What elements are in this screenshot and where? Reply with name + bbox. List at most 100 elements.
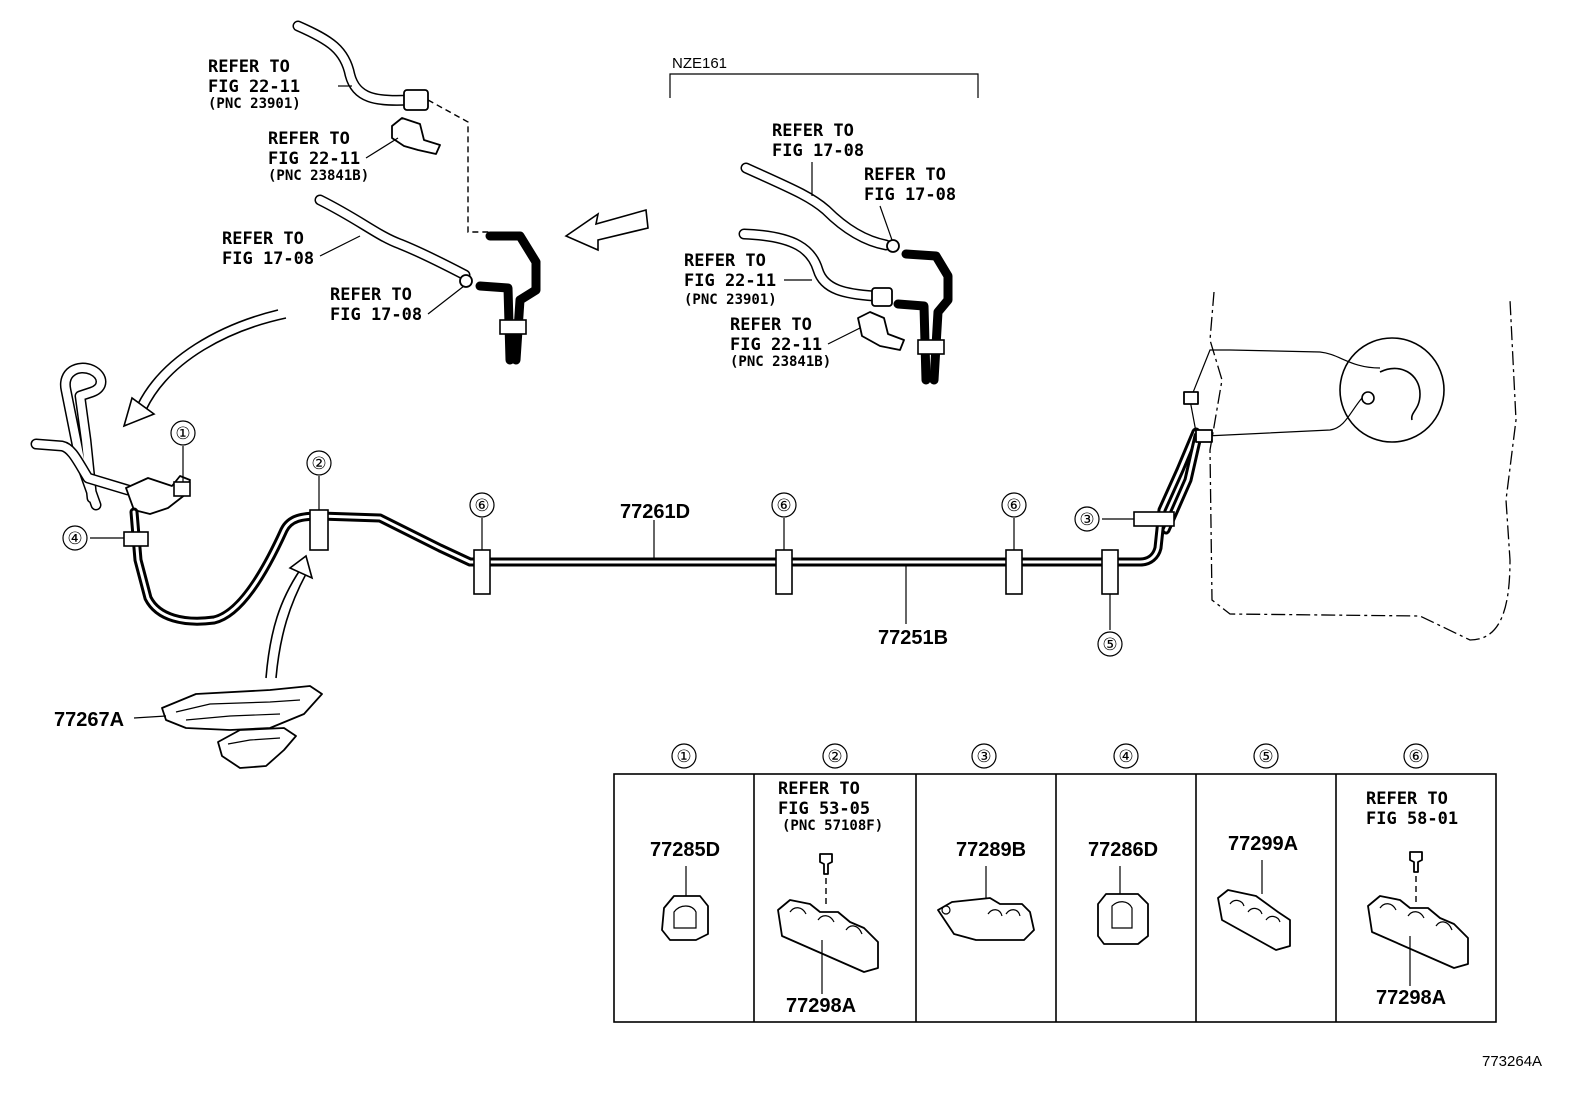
label-refer-to: REFER TO [208, 57, 290, 77]
table-header-2: ② [822, 743, 848, 769]
table-header-1: ① [671, 743, 697, 769]
clamp-4-marker [123, 531, 149, 547]
variant-label: NZE161 [672, 55, 727, 72]
label-refer-to: REFER TO [730, 315, 812, 335]
clamp-77299a-drawing [1217, 889, 1291, 951]
table-header-5: ⑤ [1253, 743, 1279, 769]
svg-text:⑤: ⑤ [1258, 747, 1273, 767]
fuel-pump-flange [1339, 337, 1445, 443]
svg-text:②: ② [827, 747, 842, 767]
label-pnc-23901: (PNC 23901) [684, 292, 777, 308]
part-number-tube-lower: 77251B [878, 627, 948, 649]
clamp-6-marker [775, 549, 793, 595]
detail-nze161: NZE161 REFER TO FIG 17-08 REFER TO FIG 1… [669, 55, 979, 385]
arrow-left-icon [564, 208, 649, 252]
part-number-clamp-2: 77298A [786, 995, 856, 1017]
clamp-77285d-drawing [661, 895, 709, 941]
label-fig-17-08: FIG 17-08 [864, 185, 956, 205]
label-refer-to: REFER TO [772, 121, 854, 141]
label-pnc-23841b: (PNC 23841B) [730, 354, 831, 370]
label-fig-17-08: FIG 17-08 [330, 305, 422, 325]
clamp-table-frame [613, 773, 1497, 1023]
svg-text:①: ① [676, 747, 691, 767]
label-fig-17-08: FIG 17-08 [222, 249, 314, 269]
label-pnc-57108f: (PNC 57108F) [782, 818, 883, 834]
part-number-clamp-6: 77298A [1376, 987, 1446, 1009]
clamp-1-marker [173, 481, 191, 497]
callout-6: ⑥ [771, 492, 797, 518]
callout-4: ④ [62, 525, 88, 551]
callout-1: ① [170, 420, 196, 446]
label-refer-to: REFER TO [1366, 789, 1448, 809]
hose-fitting [1195, 429, 1213, 443]
pipe-clamp [917, 339, 945, 355]
svg-text:⑥: ⑥ [474, 496, 489, 516]
main-pipe-run: ① ② ④ ⑥ ⑥ ⑥ ③ ⑤ 77261D 77 [30, 291, 1517, 657]
protector-77267a: 77267A [54, 685, 323, 769]
clamp-6-marker [1005, 549, 1023, 595]
table-header-4: ④ [1113, 743, 1139, 769]
svg-text:⑤: ⑤ [1102, 635, 1117, 655]
svg-text:④: ④ [1118, 747, 1133, 767]
svg-text:①: ① [175, 424, 190, 444]
part-number-tube-upper: 77261D [620, 501, 690, 523]
clamp-77298a-drawing-2 [1367, 895, 1469, 969]
callout-5: ⑤ [1097, 631, 1123, 657]
curved-arrow-icon [145, 317, 287, 411]
clamp-77298a-drawing [777, 899, 879, 973]
illustration-id: 773264A [1482, 1053, 1542, 1070]
part-number-clamp-5: 77299A [1228, 833, 1298, 855]
part-number-protector: 77267A [54, 709, 124, 731]
svg-text:⑥: ⑥ [776, 496, 791, 516]
label-fig-22-11: FIG 22-11 [730, 335, 822, 355]
label-fig-22-11: FIG 22-11 [208, 77, 300, 97]
hose-fitting [871, 287, 893, 307]
table-header-3: ③ [971, 743, 997, 769]
part-number-clamp-1: 77285D [650, 839, 720, 861]
label-refer-to: REFER TO [268, 129, 350, 149]
svg-text:⑥: ⑥ [1408, 747, 1423, 767]
svg-text:②: ② [311, 454, 326, 474]
clamp-2-marker [309, 509, 329, 551]
clamp-5-marker [1101, 549, 1119, 595]
filter-bracket [857, 311, 905, 351]
callout-2: ② [306, 450, 332, 476]
callout-3: ③ [1074, 506, 1100, 532]
clamp-3-marker [1133, 511, 1175, 527]
hose-clip [459, 274, 473, 288]
pipe-clamp [499, 319, 527, 335]
bolt-icon [819, 853, 833, 875]
part-number-clamp-4: 77286D [1088, 839, 1158, 861]
hose-clip [886, 239, 900, 253]
bolt-icon [1409, 851, 1423, 873]
svg-text:③: ③ [1079, 510, 1094, 530]
label-refer-to: REFER TO [222, 229, 304, 249]
label-refer-to: REFER TO [778, 779, 860, 799]
curved-arrow-up-icon [265, 569, 301, 679]
label-fig-17-08: FIG 17-08 [772, 141, 864, 161]
svg-text:④: ④ [67, 529, 82, 549]
label-fig-53-05: FIG 53-05 [778, 799, 870, 819]
detail-top-left: REFER TO FIG 22-11 (PNC 23901) REFER TO … [208, 20, 541, 365]
label-refer-to: REFER TO [684, 251, 766, 271]
table-header-6: ⑥ [1403, 743, 1429, 769]
fuel-tank-outline [1209, 291, 1517, 641]
label-fig-22-11: FIG 22-11 [268, 149, 360, 169]
callout-6: ⑥ [469, 492, 495, 518]
label-fig-22-11: FIG 22-11 [684, 271, 776, 291]
clamp-77286d-drawing [1097, 893, 1149, 945]
svg-text:⑥: ⑥ [1006, 496, 1021, 516]
filter-bracket [391, 117, 441, 155]
svg-text:③: ③ [976, 747, 991, 767]
label-refer-to: REFER TO [864, 165, 946, 185]
label-fig-58-01: FIG 58-01 [1366, 809, 1458, 829]
label-pnc-23901: (PNC 23901) [208, 96, 301, 112]
label-pnc-23841b: (PNC 23841B) [268, 168, 369, 184]
callout-6: ⑥ [1001, 492, 1027, 518]
hose-fitting [1183, 391, 1199, 405]
hose-fitting [403, 89, 429, 111]
clamp-77289b-drawing [937, 897, 1035, 941]
label-refer-to: REFER TO [330, 285, 412, 305]
clamp-6-marker [473, 549, 491, 595]
